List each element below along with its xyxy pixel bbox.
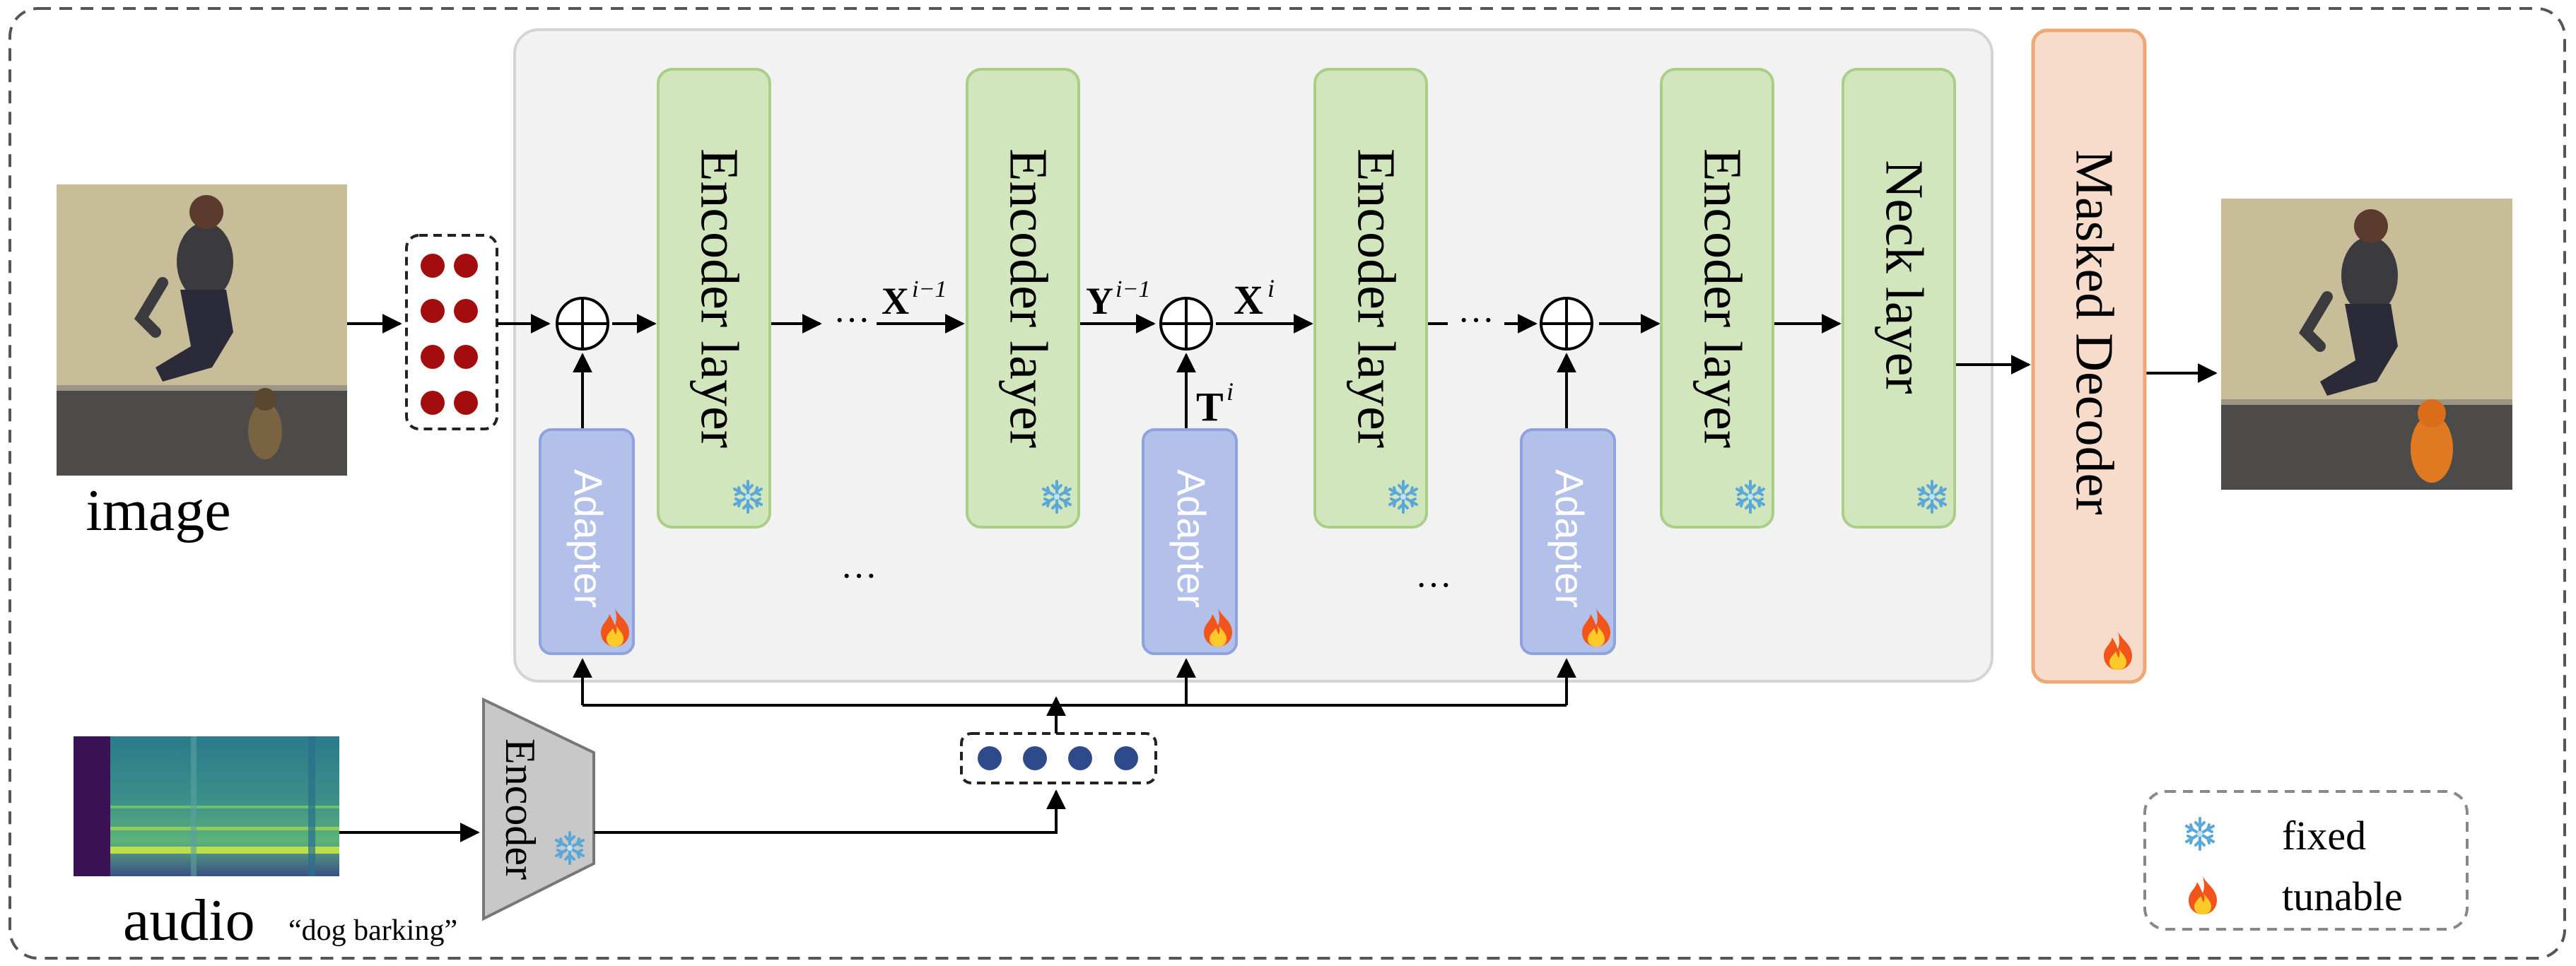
- adapter-1: Adapter: [539, 428, 635, 655]
- svg-text:i: i: [1267, 274, 1275, 302]
- image-token-group: [405, 234, 498, 430]
- flow-ellipsis: ···: [833, 300, 870, 341]
- image-token: [421, 345, 445, 369]
- legend: fixed tunable: [2143, 790, 2469, 931]
- legend-fixed-label: fixed: [2282, 813, 2366, 859]
- masked-decoder: Masked Decoder: [2031, 28, 2147, 684]
- outer-frame: [8, 7, 2566, 960]
- svg-text:X: X: [1234, 277, 1263, 323]
- encoder-backbone-panel: [513, 28, 1994, 683]
- svg-text:Encoder layer: Encoder layer: [999, 148, 1058, 448]
- svg-text:Masked Decoder: Masked Decoder: [2065, 149, 2124, 514]
- audio-token: [1023, 746, 1047, 770]
- y-prev-label: Y i−1: [1086, 276, 1150, 322]
- image-token: [421, 391, 445, 415]
- t-i-label: T i: [1196, 377, 1234, 430]
- svg-text:Neck layer: Neck layer: [1875, 160, 1934, 394]
- svg-text:Encoder layer: Encoder layer: [1693, 148, 1752, 448]
- audio-token-group: [960, 732, 1157, 784]
- image-token: [454, 254, 478, 278]
- encoder-layer-3: Encoder layer: [1313, 68, 1428, 529]
- svg-text:Adapter: Adapter: [566, 469, 611, 608]
- encoder-layer-4: Encoder layer: [1660, 68, 1774, 529]
- audio-token: [978, 746, 1002, 770]
- audio-label: audio: [123, 888, 255, 953]
- audio-encoder: Encoder: [482, 697, 595, 921]
- flow-ellipsis: ···: [1458, 300, 1494, 341]
- svg-text:i: i: [1226, 377, 1234, 406]
- image-token: [454, 391, 478, 415]
- encoder-layer-2: Encoder layer: [966, 68, 1080, 529]
- fire-icon: [2189, 876, 2217, 914]
- image-token: [454, 345, 478, 369]
- adapter-ellipsis: ···: [1415, 565, 1452, 606]
- audio-token: [1114, 746, 1138, 770]
- svg-text:Encoder: Encoder: [497, 738, 544, 880]
- input-image: [57, 184, 347, 476]
- svg-text:Adapter: Adapter: [1547, 469, 1592, 608]
- image-token: [454, 299, 478, 323]
- sum-node-1: [556, 297, 609, 351]
- svg-text:i−1: i−1: [912, 276, 947, 302]
- audio-token: [1068, 746, 1092, 770]
- svg-text:Encoder layer: Encoder layer: [1347, 148, 1406, 448]
- image-token: [421, 299, 445, 323]
- adapter-3: Adapter: [1520, 428, 1616, 655]
- audio-spectrogram: [74, 736, 339, 876]
- sum-node-3: [1540, 297, 1593, 351]
- image-label: image: [86, 478, 230, 543]
- neck-layer: Neck layer: [1842, 68, 1956, 529]
- x-prev-label: X i−1: [882, 276, 947, 322]
- svg-text:Adapter: Adapter: [1169, 469, 1214, 608]
- svg-text:i−1: i−1: [1116, 276, 1150, 302]
- svg-text:Y: Y: [1086, 280, 1113, 322]
- snowflake-icon: [2185, 817, 2215, 851]
- encoder-layer-1: Encoder layer: [657, 68, 771, 529]
- output-image: [2221, 199, 2512, 490]
- audio-caption: “dog barking”: [288, 914, 457, 947]
- svg-text:Encoder layer: Encoder layer: [690, 148, 749, 448]
- adapter-2: Adapter: [1142, 428, 1238, 655]
- image-token: [421, 254, 445, 278]
- svg-text:T: T: [1196, 384, 1224, 430]
- sum-node-2: [1159, 297, 1213, 351]
- x-i-label: X i: [1234, 274, 1275, 323]
- adapter-ellipsis: ···: [841, 556, 877, 596]
- svg-text:X: X: [882, 280, 909, 322]
- legend-tunable-label: tunable: [2282, 873, 2403, 919]
